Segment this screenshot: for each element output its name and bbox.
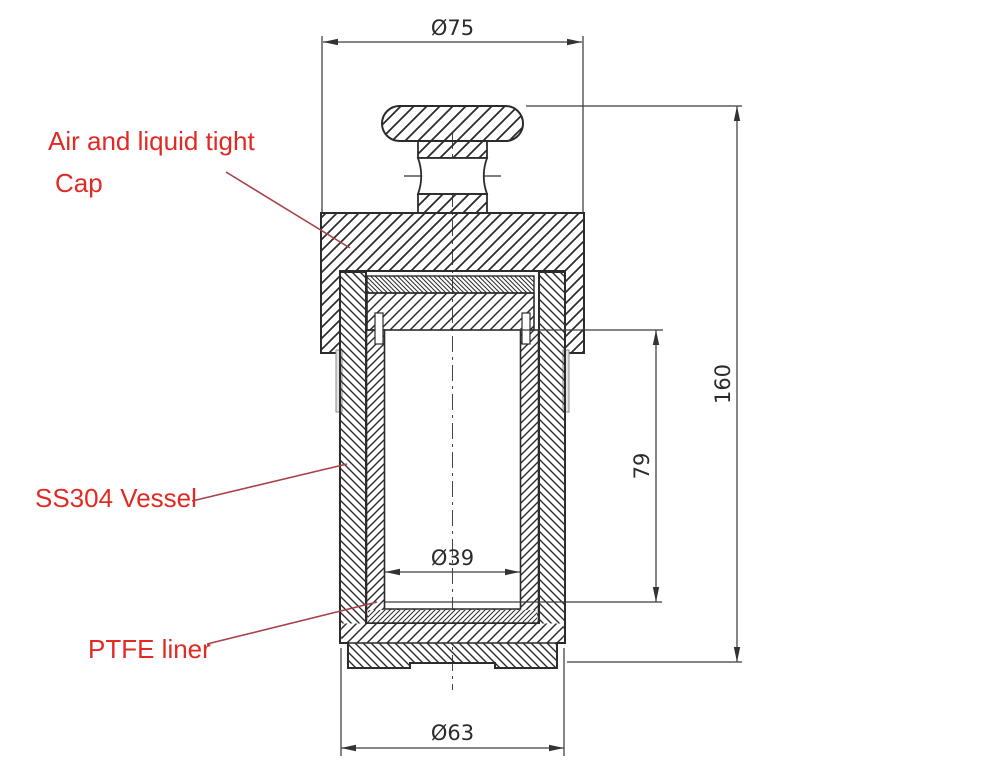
- arrowhead: [549, 744, 564, 752]
- arrowhead: [652, 587, 660, 602]
- dim-cap-diameter: Ø75: [321, 16, 584, 212]
- knob-neck-lower: [417, 193, 488, 214]
- arrowhead: [652, 330, 660, 345]
- label-vessel: SS304 Vessel: [35, 483, 197, 513]
- dim-liner-depth-text: 79: [630, 453, 654, 480]
- dim-overall-height: 160: [526, 105, 742, 663]
- arrowhead: [567, 38, 582, 46]
- dim-cap-diameter-text: Ø75: [431, 16, 474, 40]
- arrowhead: [385, 568, 400, 576]
- dim-overall-height-text: 160: [711, 364, 735, 404]
- leader-cap: [225, 171, 351, 249]
- arrowhead: [341, 744, 356, 752]
- arrowhead: [733, 106, 741, 121]
- lid-notch-right: [521, 312, 531, 345]
- arrowhead: [323, 38, 338, 46]
- dim-liner-inner-diameter: Ø39: [385, 546, 520, 576]
- liner-lid: [366, 292, 535, 331]
- label-cap-line2: Cap: [55, 168, 103, 198]
- liner-section: [365, 329, 540, 624]
- vessel-bottom-band-hatch: [341, 623, 564, 643]
- dim-liner-inner-diameter-text: Ø39: [431, 546, 474, 570]
- annotations: Air and liquid tight Cap SS304 Vessel PT…: [35, 126, 378, 664]
- leader-vessel: [191, 463, 348, 502]
- arrowhead: [733, 647, 741, 662]
- lid-notch-left: [374, 312, 384, 345]
- knob-neck-upper: [417, 140, 488, 159]
- cap-hatch: [321, 213, 584, 353]
- dim-vessel-outer-diameter: Ø63: [340, 648, 565, 756]
- label-liner: PTFE liner: [88, 634, 211, 664]
- knob-waist: [416, 157, 489, 195]
- dimensions: Ø75 160 79 Ø39 Ø63: [321, 16, 742, 756]
- dim-liner-depth: 79: [385, 329, 663, 603]
- cap-internals: [366, 275, 535, 345]
- arrowhead: [505, 568, 520, 576]
- liner-slab-hatch: [368, 610, 537, 623]
- dim-vessel-outer-diameter-text: Ø63: [431, 721, 474, 745]
- knob-handle: [381, 105, 524, 214]
- leader-liner: [206, 601, 378, 645]
- pressure-disc: [366, 275, 535, 294]
- label-cap-line1: Air and liquid tight: [48, 126, 255, 156]
- knob-pill-hatch: [382, 106, 523, 141]
